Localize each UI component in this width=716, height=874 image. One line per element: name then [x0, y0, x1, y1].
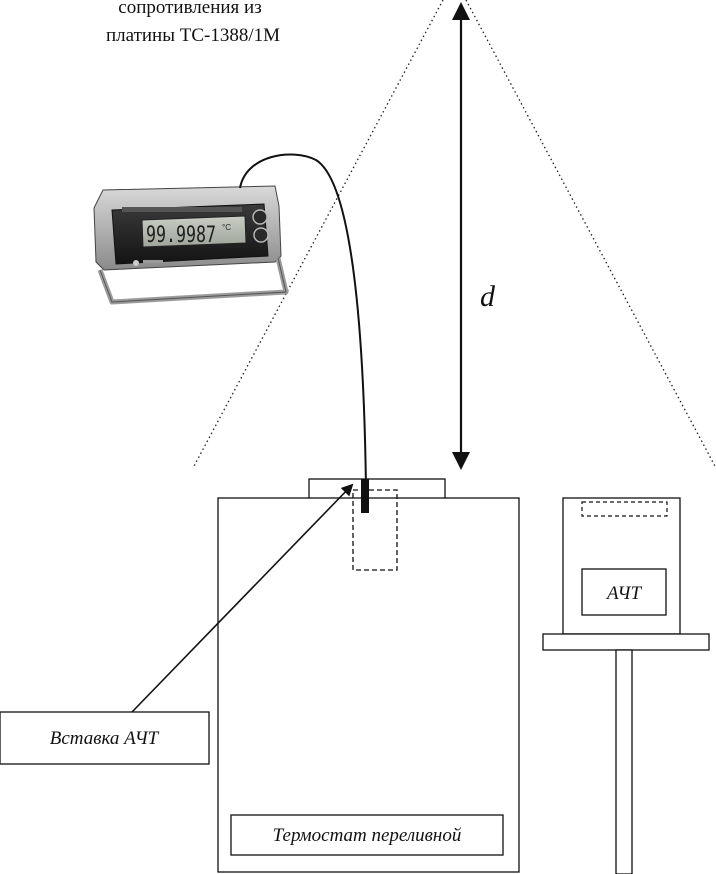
insert-leader-arrow: [131, 483, 354, 713]
temperature-meter: 99.9987 °C: [93, 185, 289, 305]
thermostat-label: Термостат переливной: [273, 825, 462, 846]
thermostat-body: [217, 497, 520, 873]
stand-top: [542, 633, 710, 651]
blackbody-source: АЧТ: [542, 497, 710, 874]
distance-label: d: [480, 280, 496, 313]
meter-knob-lower: [253, 227, 269, 243]
distance-dimension: d: [452, 2, 496, 470]
blackbody-label-box: [581, 568, 667, 616]
caption-line-1: сопротивления из: [118, 0, 261, 18]
view-cone-left: [192, 0, 444, 469]
caption-line-2: платины ТС-1388/1М: [106, 25, 280, 46]
stand-leg: [615, 649, 633, 874]
overflow-thermostat: Термостат переливной: [217, 478, 520, 873]
blackbody-aperture: [581, 501, 668, 517]
meter-knob-upper: [252, 209, 268, 225]
insert-label-box: [0, 711, 210, 765]
probe-tip: [361, 479, 369, 513]
meter-display: [141, 215, 247, 248]
blackbody-label: АЧТ: [605, 583, 642, 604]
thermostat-label-box: [230, 814, 504, 856]
probe-cable: [239, 153, 367, 491]
meter-reading: 99.9987: [146, 223, 216, 248]
meter-unit: °C: [222, 223, 231, 232]
meter-logo-icon: [133, 260, 139, 266]
thermostat-lid: [308, 478, 446, 500]
blackbody-insert-cavity: [352, 489, 398, 571]
view-cone-right: [465, 0, 716, 469]
insert-callout: Вставка АЧТ: [0, 711, 210, 765]
sensor-caption: сопротивления из платины ТС-1388/1М: [106, 0, 280, 46]
insert-label: Вставка АЧТ: [50, 728, 160, 749]
